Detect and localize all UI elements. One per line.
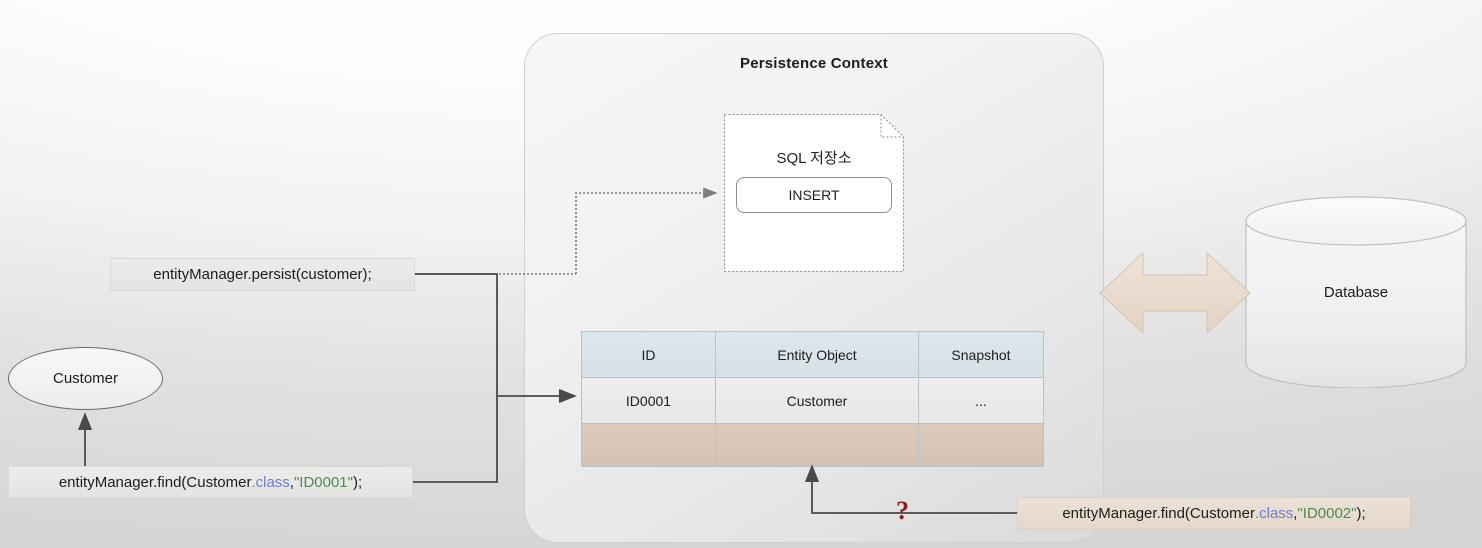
code-text-prefix: entityManager.find(Customer (1062, 505, 1255, 522)
table-header-row: ID Entity Object Snapshot (581, 331, 1044, 378)
sql-storage-note: SQL 저장소 INSERT (724, 114, 904, 272)
code-label-persist[interactable]: entityManager.persist(customer); (110, 258, 415, 291)
entity-table: ID Entity Object Snapshot ID0001 Custome… (581, 331, 1044, 467)
code-label-find-id0001[interactable]: entityManager.find(Customer.class, "ID00… (8, 466, 413, 498)
code-text-mid: , (1293, 505, 1298, 522)
code-token-string: "ID0002" (1297, 505, 1357, 522)
table-row[interactable]: ID0001 Customer ... (581, 377, 1044, 424)
code-label-find-id0002[interactable]: entityManager.find(Customer.class, "ID00… (1017, 497, 1411, 530)
cell-snapshot (918, 423, 1044, 467)
cell-entity: Customer (715, 377, 919, 424)
code-text-prefix: entityManager.find(Customer (58, 473, 252, 491)
code-token-class: .class (1254, 505, 1294, 522)
database-icon (1245, 196, 1467, 388)
cell-snapshot: ... (918, 377, 1044, 424)
code-text: entityManager.persist(customer); (153, 266, 372, 283)
table-row[interactable] (581, 423, 1044, 467)
database-label: Database (1323, 283, 1389, 301)
cell-id (581, 423, 716, 467)
database-cylinder: Database (1245, 196, 1467, 388)
persistence-context-title: Persistence Context (739, 55, 889, 72)
code-token-string: "ID0001" (293, 473, 353, 491)
sql-note-title: SQL 저장소 (776, 150, 852, 167)
code-text-mid: , (289, 473, 294, 491)
bidirectional-sync-arrow-icon (1099, 252, 1251, 334)
connector-persist-to-table-bus (415, 273, 498, 396)
connector-find-to-table-bus (413, 396, 498, 483)
code-text-suffix: ); (352, 473, 363, 491)
column-header-snapshot: Snapshot (918, 331, 1044, 378)
column-header-id: ID (581, 331, 716, 378)
question-mark-annotation: ? (896, 496, 909, 525)
code-text-suffix: ); (1356, 505, 1366, 522)
code-token-class: .class (251, 473, 290, 491)
column-header-entity-object: Entity Object (715, 331, 919, 378)
customer-entity-node: Customer (8, 347, 163, 410)
insert-statement-box[interactable]: INSERT (736, 177, 892, 213)
cell-entity (715, 423, 919, 467)
cell-id: ID0001 (581, 377, 716, 424)
